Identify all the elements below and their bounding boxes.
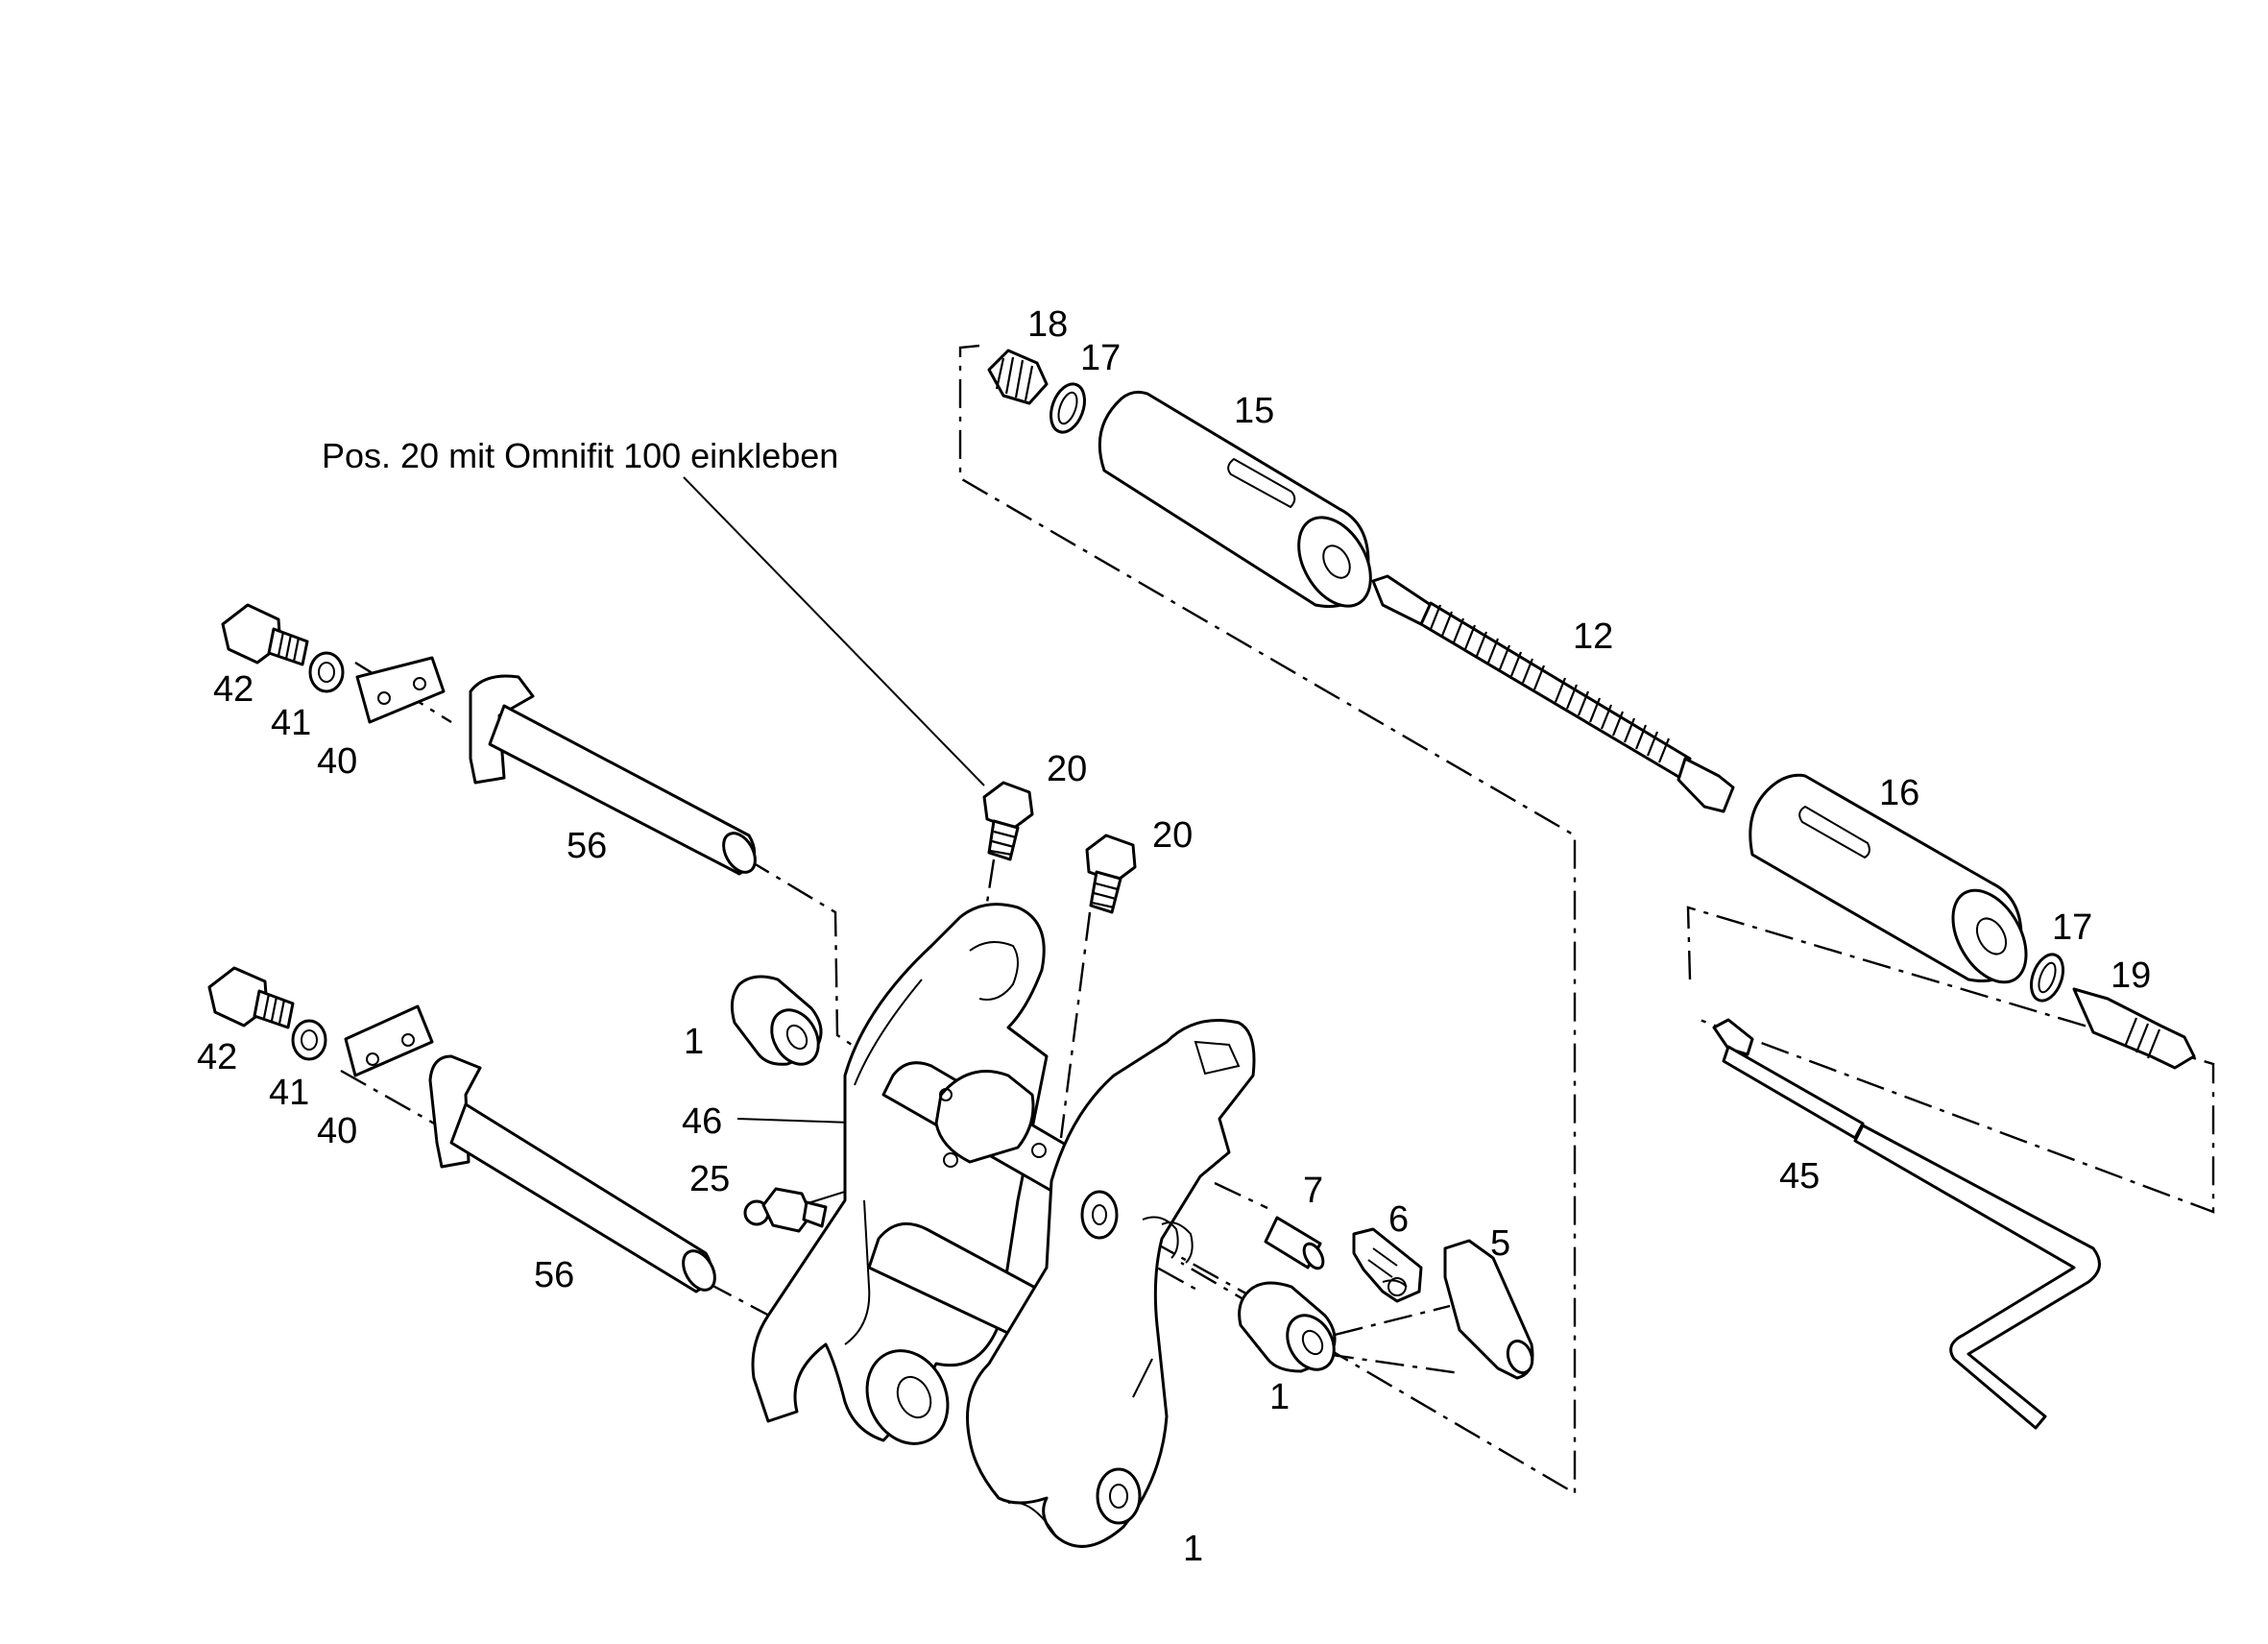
label-41-lower: 41	[269, 1073, 309, 1113]
label-19: 19	[2111, 955, 2151, 996]
label-5: 5	[1490, 1223, 1510, 1264]
label-56-lower: 56	[534, 1255, 574, 1295]
bracket-left	[751, 903, 1073, 1445]
label-42-upper: 42	[213, 669, 253, 710]
pin-7	[1264, 1216, 1325, 1270]
label-12: 12	[1573, 616, 1613, 657]
threaded-rod-12	[1371, 574, 1735, 813]
slotted-sleeve-16	[1749, 773, 2028, 984]
label-15: 15	[1234, 391, 1274, 431]
hex-bolt-42-upper	[221, 603, 309, 666]
label-40-upper: 40	[317, 741, 357, 782]
o-ring-17-top	[1050, 382, 1086, 434]
plate-40-lower	[344, 1004, 434, 1077]
label-17-lower: 17	[2052, 907, 2092, 948]
bushing-1-right	[1238, 1281, 1337, 1373]
label-56-upper: 56	[567, 826, 607, 866]
grease-nipple-25	[743, 1187, 828, 1233]
label-20-b: 20	[1152, 815, 1193, 856]
assembly-note: Pos. 20 mit Omnifit 100 einkleben	[322, 436, 838, 475]
label-17-top: 17	[1080, 338, 1121, 378]
label-1-bottom: 1	[1183, 1529, 1203, 1569]
label-1-right: 1	[1269, 1377, 1290, 1417]
label-7: 7	[1303, 1171, 1323, 1211]
part-labels: 18 17 15 12 16 17 19 45 42 41 40 56 42 4…	[197, 304, 2151, 1569]
label-16: 16	[1879, 773, 1919, 813]
bushing-1-left	[730, 975, 823, 1066]
label-18: 18	[1027, 304, 1068, 345]
pin-56-upper	[469, 674, 757, 876]
spring-clip-6	[1352, 1227, 1423, 1303]
threaded-pin-19	[2072, 987, 2196, 1070]
slotted-sleeve-15	[1098, 390, 1372, 608]
hex-bolt-20-a	[982, 781, 1034, 861]
label-40-lower: 40	[317, 1111, 357, 1151]
o-ring-17-lower	[2030, 953, 2064, 1003]
label-46: 46	[682, 1101, 722, 1142]
bracket-right	[966, 1019, 1256, 1548]
label-1-left: 1	[684, 1022, 704, 1062]
hex-bolt-42-lower	[207, 966, 295, 1029]
plate-40-upper	[355, 656, 446, 724]
pin-56-lower	[428, 1054, 716, 1293]
washer-41-upper	[308, 651, 345, 693]
crank-handle-45	[1712, 1018, 2101, 1430]
label-6: 6	[1388, 1199, 1409, 1240]
hex-bolt-20-b	[1085, 834, 1137, 914]
label-41-upper: 41	[271, 703, 311, 743]
washer-41-lower	[291, 1019, 327, 1061]
threaded-plug-18	[987, 349, 1049, 405]
label-45: 45	[1779, 1156, 1820, 1197]
label-20-a: 20	[1047, 749, 1087, 789]
latch-plate-5	[1443, 1239, 1534, 1380]
label-25: 25	[689, 1159, 730, 1199]
label-42-lower: 42	[197, 1037, 237, 1077]
